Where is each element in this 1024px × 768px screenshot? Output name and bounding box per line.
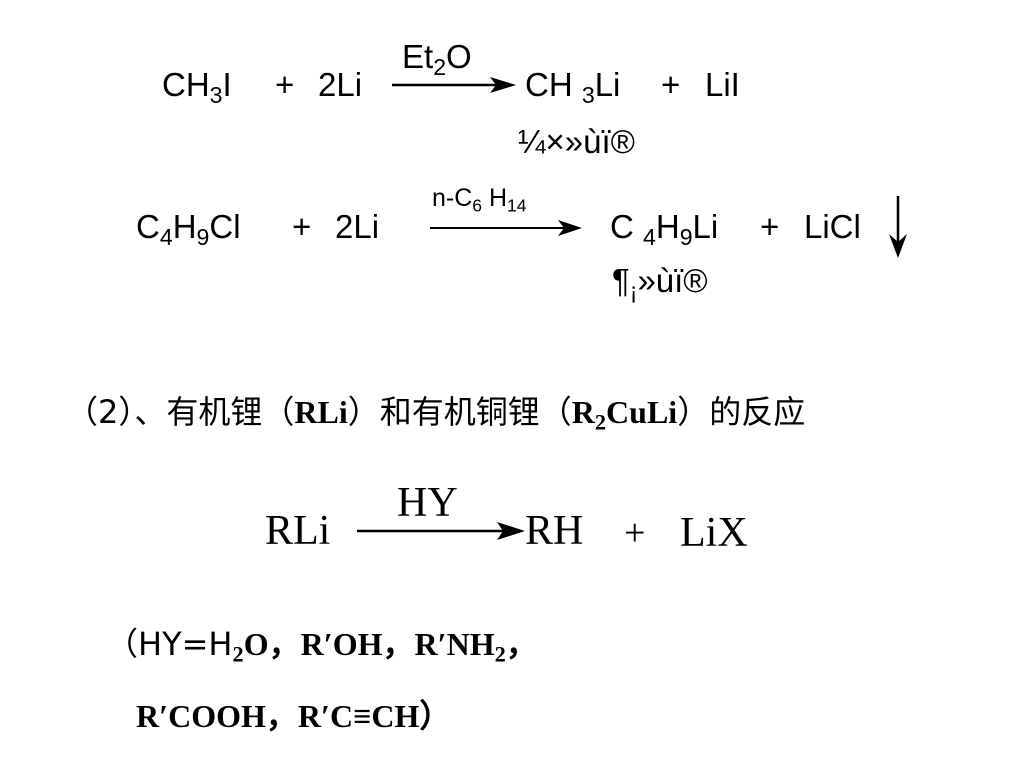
formula-subscript: 9 <box>679 223 693 250</box>
heading-formula: RLi <box>294 394 348 430</box>
note-subscript: 2 <box>494 641 506 667</box>
heading-part: ）的反应 <box>677 393 806 431</box>
formula-part: Et <box>402 38 434 75</box>
plus-sign: + <box>661 66 681 103</box>
formula-subscript: 2 <box>433 53 447 80</box>
formula-part: CH <box>525 66 582 103</box>
note-part: O，R′OH，R′NH <box>243 626 495 662</box>
product-butyllithium: C 4H9Li <box>610 208 719 248</box>
formula-part: Li <box>594 66 621 103</box>
formula-part: I <box>222 66 232 103</box>
label-part: »ùï® <box>637 262 708 299</box>
formula-part: Cl <box>209 208 241 245</box>
reactant-butyl-chloride: C4H9Cl <box>136 208 241 248</box>
formula-part: n-C <box>432 184 473 212</box>
formula-subscript: 4 <box>643 223 656 250</box>
formula-part: H <box>655 208 680 245</box>
section-heading: （2）、有机锂（RLi）和有机铜锂（R2CuLi）的反应 <box>66 393 806 433</box>
product-name-label: ¶¡»ùï® <box>612 262 708 302</box>
reactant-organolithium: RLi <box>265 508 331 554</box>
formula-subscript: 3 <box>581 81 595 108</box>
solvent-label: Et2O <box>402 38 472 78</box>
note-part: （HY=H <box>106 625 233 663</box>
formula-part: C <box>136 208 160 245</box>
formula-subscript: 14 <box>507 195 527 216</box>
label-part: ¶ <box>612 262 630 299</box>
solvent-label: n-C6 H14 <box>432 184 527 215</box>
reagent-examples-line2: R′COOH，R′C≡CH） <box>136 698 452 734</box>
reactant-methyl-iodide: CH3I <box>162 66 232 106</box>
product-methyllithium: CH 3Li <box>525 66 621 106</box>
formula-part: H <box>172 208 197 245</box>
heading-part: （2）、有机锂（ <box>66 393 295 431</box>
reactant-lithium: 2Li <box>335 208 380 245</box>
reagent-examples-line1: （HY=H2O，R′OH，R′NH2， <box>106 625 538 665</box>
product-lithium-salt: LiX <box>680 510 748 556</box>
product-lithium-chloride: LiCl <box>804 208 861 245</box>
note-subscript: 2 <box>232 641 244 667</box>
formula-subscript: 6 <box>472 195 483 216</box>
formula-part: H <box>482 184 508 212</box>
formula-part: Li <box>692 208 719 245</box>
plus-sign: + <box>760 208 780 245</box>
note-part: ， <box>505 626 538 662</box>
formula-subscript: 9 <box>196 223 210 250</box>
formula-part: CH <box>162 66 210 103</box>
reactant-lithium: 2Li <box>318 66 363 103</box>
label-subscript: ¡ <box>629 277 638 304</box>
formula-part: O <box>446 38 472 75</box>
reagent-label: HY <box>397 480 458 526</box>
product-lithium-iodide: LiI <box>705 66 740 103</box>
formula-part: C <box>610 208 643 245</box>
reaction-arrow <box>430 220 582 236</box>
heading-part: ）和有机铜锂（ <box>347 393 572 431</box>
product-name-label: ¼×»ùï® <box>518 123 635 160</box>
reaction-arrow <box>392 77 516 93</box>
formula-subscript: 4 <box>159 223 173 250</box>
plus-sign: + <box>292 208 312 245</box>
heading-formula: CuLi <box>606 394 678 430</box>
precipitate-arrow <box>889 196 907 258</box>
plus-sign: + <box>275 66 295 103</box>
heading-formula: R <box>571 394 595 430</box>
reaction-arrow <box>357 522 525 540</box>
product-alkane: RH <box>525 508 584 554</box>
plus-sign: + <box>624 512 646 554</box>
formula-subscript: 3 <box>209 81 223 108</box>
heading-subscript: 2 <box>594 409 607 435</box>
